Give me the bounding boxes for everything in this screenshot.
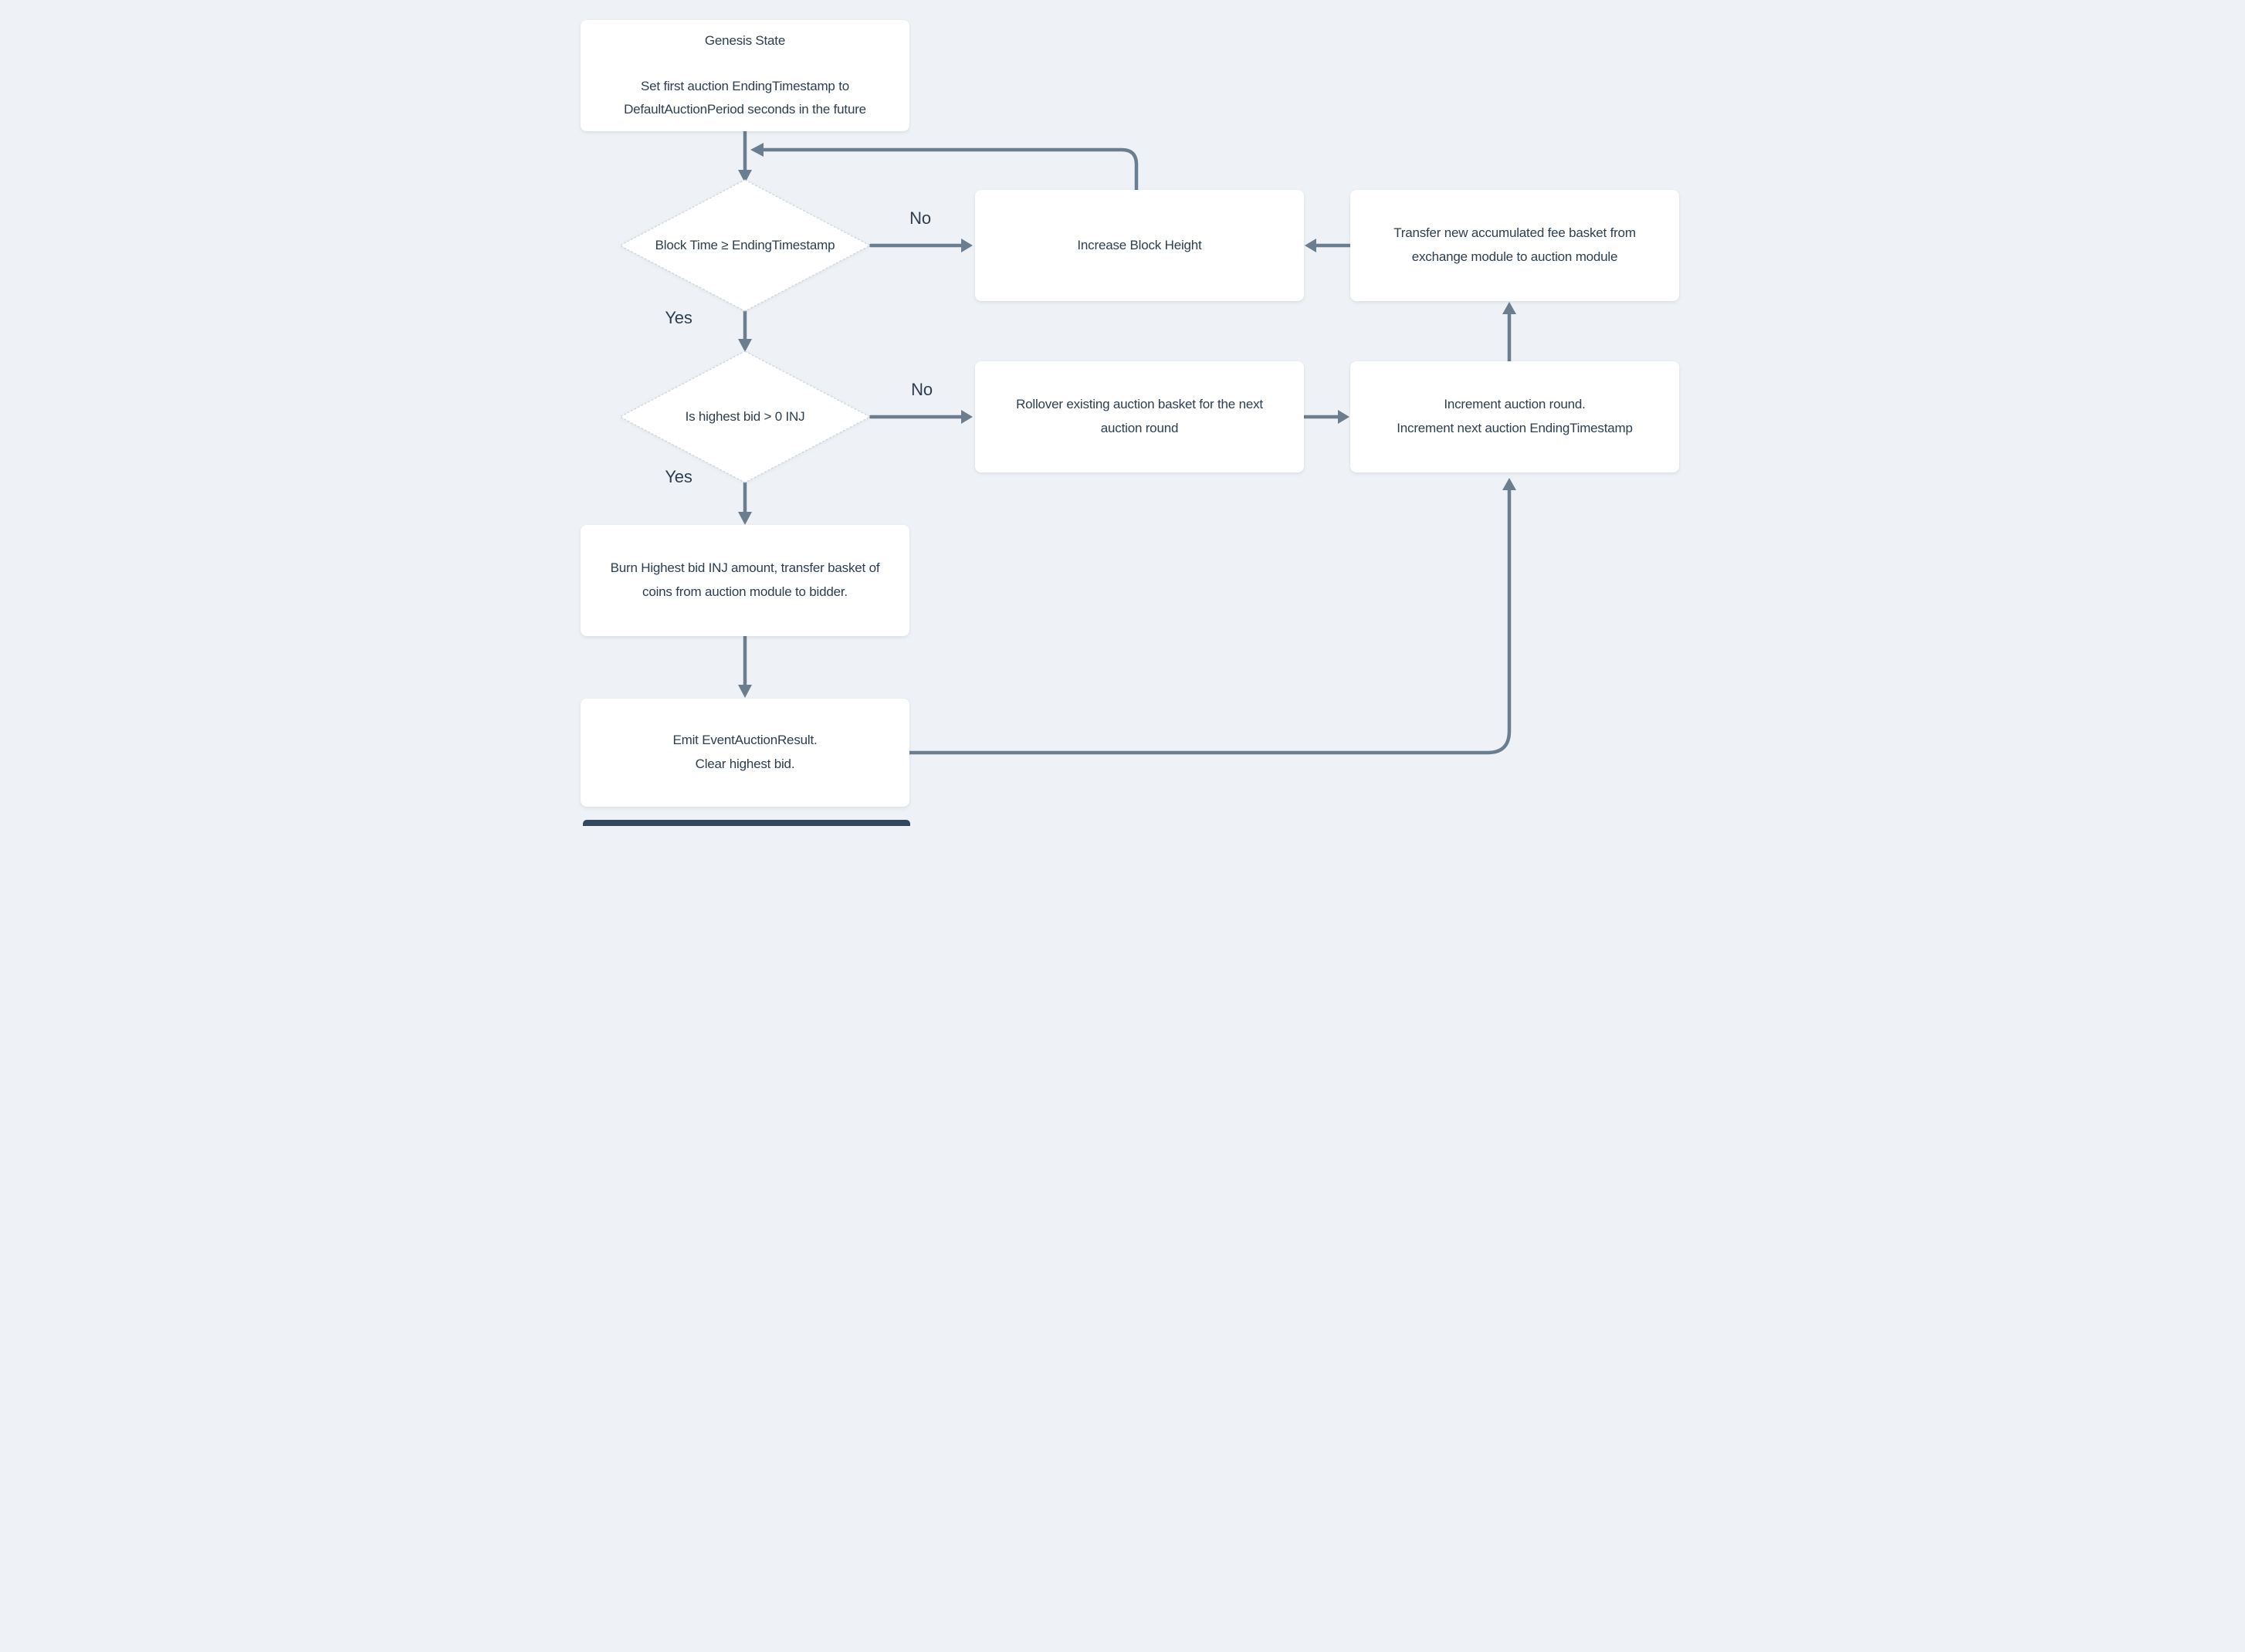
arrowhead-down-emit <box>738 685 752 698</box>
arrowhead-left-increase <box>1305 239 1316 252</box>
transfer-fee-basket-text: Transfer new accumulated fee basket from… <box>1393 225 1636 264</box>
edge-increase-loop-back <box>761 147 1139 192</box>
increment-round-line1: Increment auction round. <box>1444 397 1586 412</box>
node-increase-block-height: Increase Block Height <box>975 190 1304 301</box>
node-transfer-fee-basket: Transfer new accumulated fee basket from… <box>1350 190 1679 301</box>
node-rollover-basket: Rollover existing auction basket for the… <box>975 361 1304 472</box>
decision-highest-bid-text: Is highest bid > 0 INJ <box>685 409 805 424</box>
edge-emit-loop-to-increment <box>907 487 1512 755</box>
cutoff-node-top <box>583 820 910 826</box>
arrowhead-up-transfer <box>1502 302 1516 314</box>
arrowhead-right-rollover <box>961 410 973 424</box>
burn-bid-text: Burn Highest bid INJ amount, transfer ba… <box>610 560 880 599</box>
genesis-title: Genesis State <box>704 33 786 49</box>
decision-block-time-text: Block Time ≥ EndingTimestamp <box>655 238 835 252</box>
node-genesis-state: Genesis State Set first auction EndingTi… <box>581 20 909 131</box>
decision-highest-bid <box>618 350 872 483</box>
arrowhead-right-increase <box>961 239 973 252</box>
arrowhead-down-highestbid <box>738 339 752 352</box>
emit-event-line1: Emit EventAuctionResult. <box>672 733 818 748</box>
emit-event-line2: Clear highest bid. <box>695 757 795 771</box>
arrowhead-left-junction <box>750 143 764 157</box>
arrowhead-down-burn <box>738 512 752 525</box>
genesis-body: Set first auction EndingTimestamp to Def… <box>624 78 866 117</box>
arrowhead-down-blocktime <box>738 170 752 183</box>
edge-label-yes-1: Yes <box>665 308 692 327</box>
edge-label-yes-2: Yes <box>665 467 692 486</box>
edge-label-no-1: No <box>909 208 931 228</box>
node-burn-bid: Burn Highest bid INJ amount, transfer ba… <box>581 525 909 636</box>
rollover-basket-text: Rollover existing auction basket for the… <box>1016 397 1263 435</box>
decision-highest-bid-label: Is highest bid > 0 INJ <box>620 351 870 482</box>
decision-block-time-label: Block Time ≥ EndingTimestamp <box>620 180 870 311</box>
decision-block-time <box>618 179 872 312</box>
node-increment-round: Increment auction round. Increment next … <box>1350 361 1679 472</box>
arrowhead-right-increment <box>1338 410 1349 424</box>
increment-round-line2: Increment next auction EndingTimestamp <box>1397 421 1633 435</box>
flowchart-canvas: Genesis State Set first auction EndingTi… <box>561 0 1684 826</box>
connector-layer <box>618 129 1516 755</box>
node-emit-event: Emit EventAuctionResult. Clear highest b… <box>581 699 909 807</box>
arrowhead-up-increment <box>1502 478 1516 490</box>
increase-block-height-text: Increase Block Height <box>1077 237 1202 252</box>
edge-label-no-2: No <box>911 380 933 399</box>
